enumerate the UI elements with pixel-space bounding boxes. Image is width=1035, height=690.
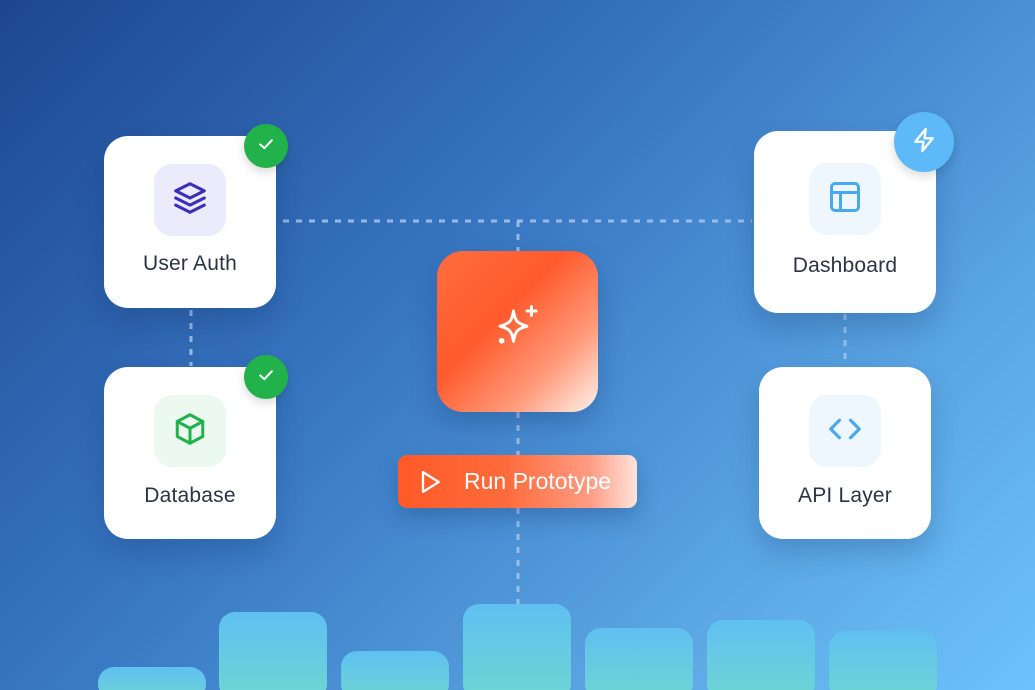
card-api-layer[interactable]: API Layer — [759, 367, 931, 539]
lightning-icon — [910, 126, 938, 159]
card-user-auth[interactable]: User Auth — [104, 136, 276, 308]
box-icon — [172, 411, 208, 452]
card-database[interactable]: Database — [104, 367, 276, 539]
run-prototype-label: Run Prototype — [464, 468, 612, 494]
database-icon-box — [154, 395, 226, 467]
check-icon — [256, 365, 276, 390]
layout-icon — [827, 179, 863, 220]
check-badge-user-auth — [244, 124, 288, 168]
card-label: Dashboard — [792, 254, 898, 277]
api-layer-icon-box — [809, 395, 881, 467]
dashboard-icon-box — [809, 163, 881, 235]
run-prototype-button[interactable]: Run Prototype — [398, 455, 637, 508]
check-badge-database — [244, 355, 288, 399]
card-label: Database — [144, 484, 236, 507]
ai-hub-node[interactable] — [437, 251, 598, 412]
sparkles-icon — [491, 302, 545, 361]
lightning-badge-dashboard — [894, 112, 954, 172]
card-label: User Auth — [142, 252, 237, 275]
card-label: API Layer — [797, 484, 892, 507]
code-icon — [826, 410, 864, 453]
check-icon — [256, 134, 276, 159]
user-auth-icon-box — [154, 164, 226, 236]
layers-icon — [171, 179, 209, 222]
play-icon — [416, 468, 444, 501]
